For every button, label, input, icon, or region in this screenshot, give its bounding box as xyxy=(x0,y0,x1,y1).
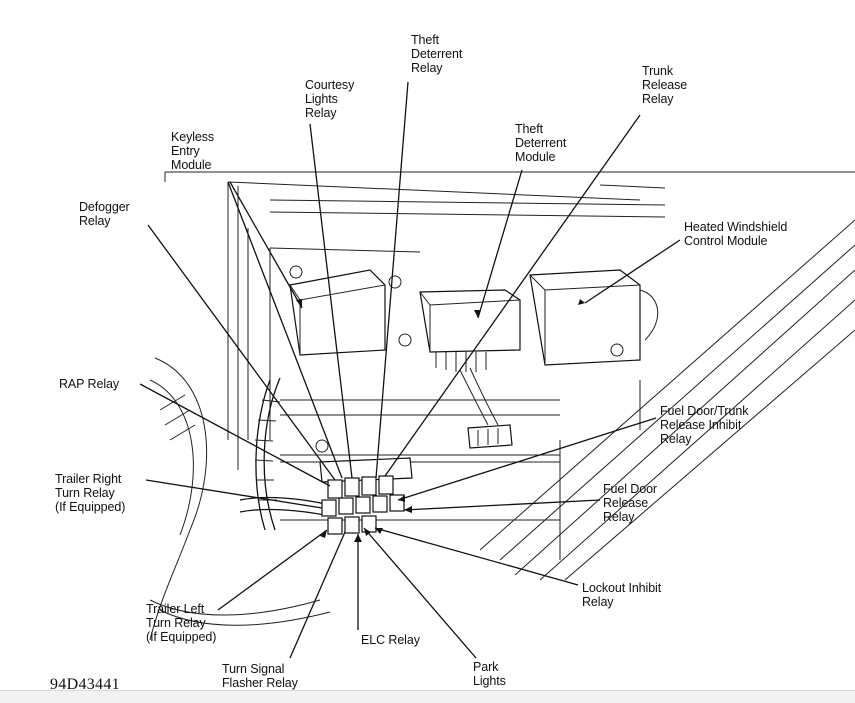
leader-rap-relay xyxy=(139,383,331,487)
label-park-lights: Park Lights xyxy=(473,660,506,688)
leader-fuel-door-release xyxy=(403,499,601,511)
leader-lockout-inhibit xyxy=(374,527,579,586)
leader-arrowheads xyxy=(296,299,585,542)
leader-trailer-left-turn xyxy=(217,529,328,611)
label-trailer-left-turn-relay: Trailer Left Turn Relay (If Equipped) xyxy=(146,602,217,644)
leader-defogger-relay xyxy=(147,224,336,481)
leader-theft-deterrent-relay xyxy=(375,81,409,479)
leader-heated-windshield-module xyxy=(584,239,681,304)
leader-keyless-entry-relay xyxy=(227,181,343,479)
leader-trunk-release-relay xyxy=(384,114,641,477)
leader-trailer-right-turn xyxy=(145,479,323,509)
label-trailer-right-turn-relay: Trailer Right Turn Relay (If Equipped) xyxy=(55,472,126,514)
keyless-entry-module-box xyxy=(289,265,402,356)
connector-plug xyxy=(459,367,513,449)
label-trunk-release-relay: Trunk Release Relay xyxy=(642,64,688,106)
figure-id: 94D43441 xyxy=(50,676,120,693)
relay-center-block xyxy=(315,439,413,535)
label-fuel-door-release-relay: Fuel Door Release Relay xyxy=(603,482,657,524)
leader-turn-signal-flasher xyxy=(289,531,346,659)
bottom-bar xyxy=(0,690,855,703)
leader-courtesy-lights-relay xyxy=(309,123,353,479)
label-heated-windshield-control-module: Heated Windshield Control Module xyxy=(684,220,788,248)
label-courtesy-lights-relay: Courtesy Lights Relay xyxy=(305,78,355,120)
label-theft-deterrent-relay: Theft Deterrent Relay xyxy=(411,33,463,75)
label-turn-signal-flasher-relay: Turn Signal Flasher Relay xyxy=(222,662,298,690)
label-lockout-inhibit-relay: Lockout Inhibit Relay xyxy=(582,581,662,609)
vehicle-structure xyxy=(149,171,855,641)
leader-keyless-entry-module xyxy=(229,181,303,309)
label-theft-deterrent-module: Theft Deterrent Module xyxy=(515,122,567,164)
label-keyless-entry-module: Keyless Entry Module xyxy=(171,130,215,172)
leader-theft-deterrent-module xyxy=(477,169,523,319)
heated-windshield-module-box xyxy=(398,269,659,366)
label-defogger-relay: Defogger Relay xyxy=(79,200,130,228)
leader-fuel-door-trunk-inhibit xyxy=(397,417,657,501)
label-elc-relay: ELC Relay xyxy=(361,633,420,647)
leader-lines xyxy=(139,81,681,659)
label-rap-relay: RAP Relay xyxy=(59,377,120,391)
label-fuel-door-trunk-release-inhibit-relay: Fuel Door/Trunk Release Inhibit Relay xyxy=(660,404,749,446)
leader-park-lights xyxy=(363,527,477,659)
theft-deterrent-module-box xyxy=(419,289,521,372)
